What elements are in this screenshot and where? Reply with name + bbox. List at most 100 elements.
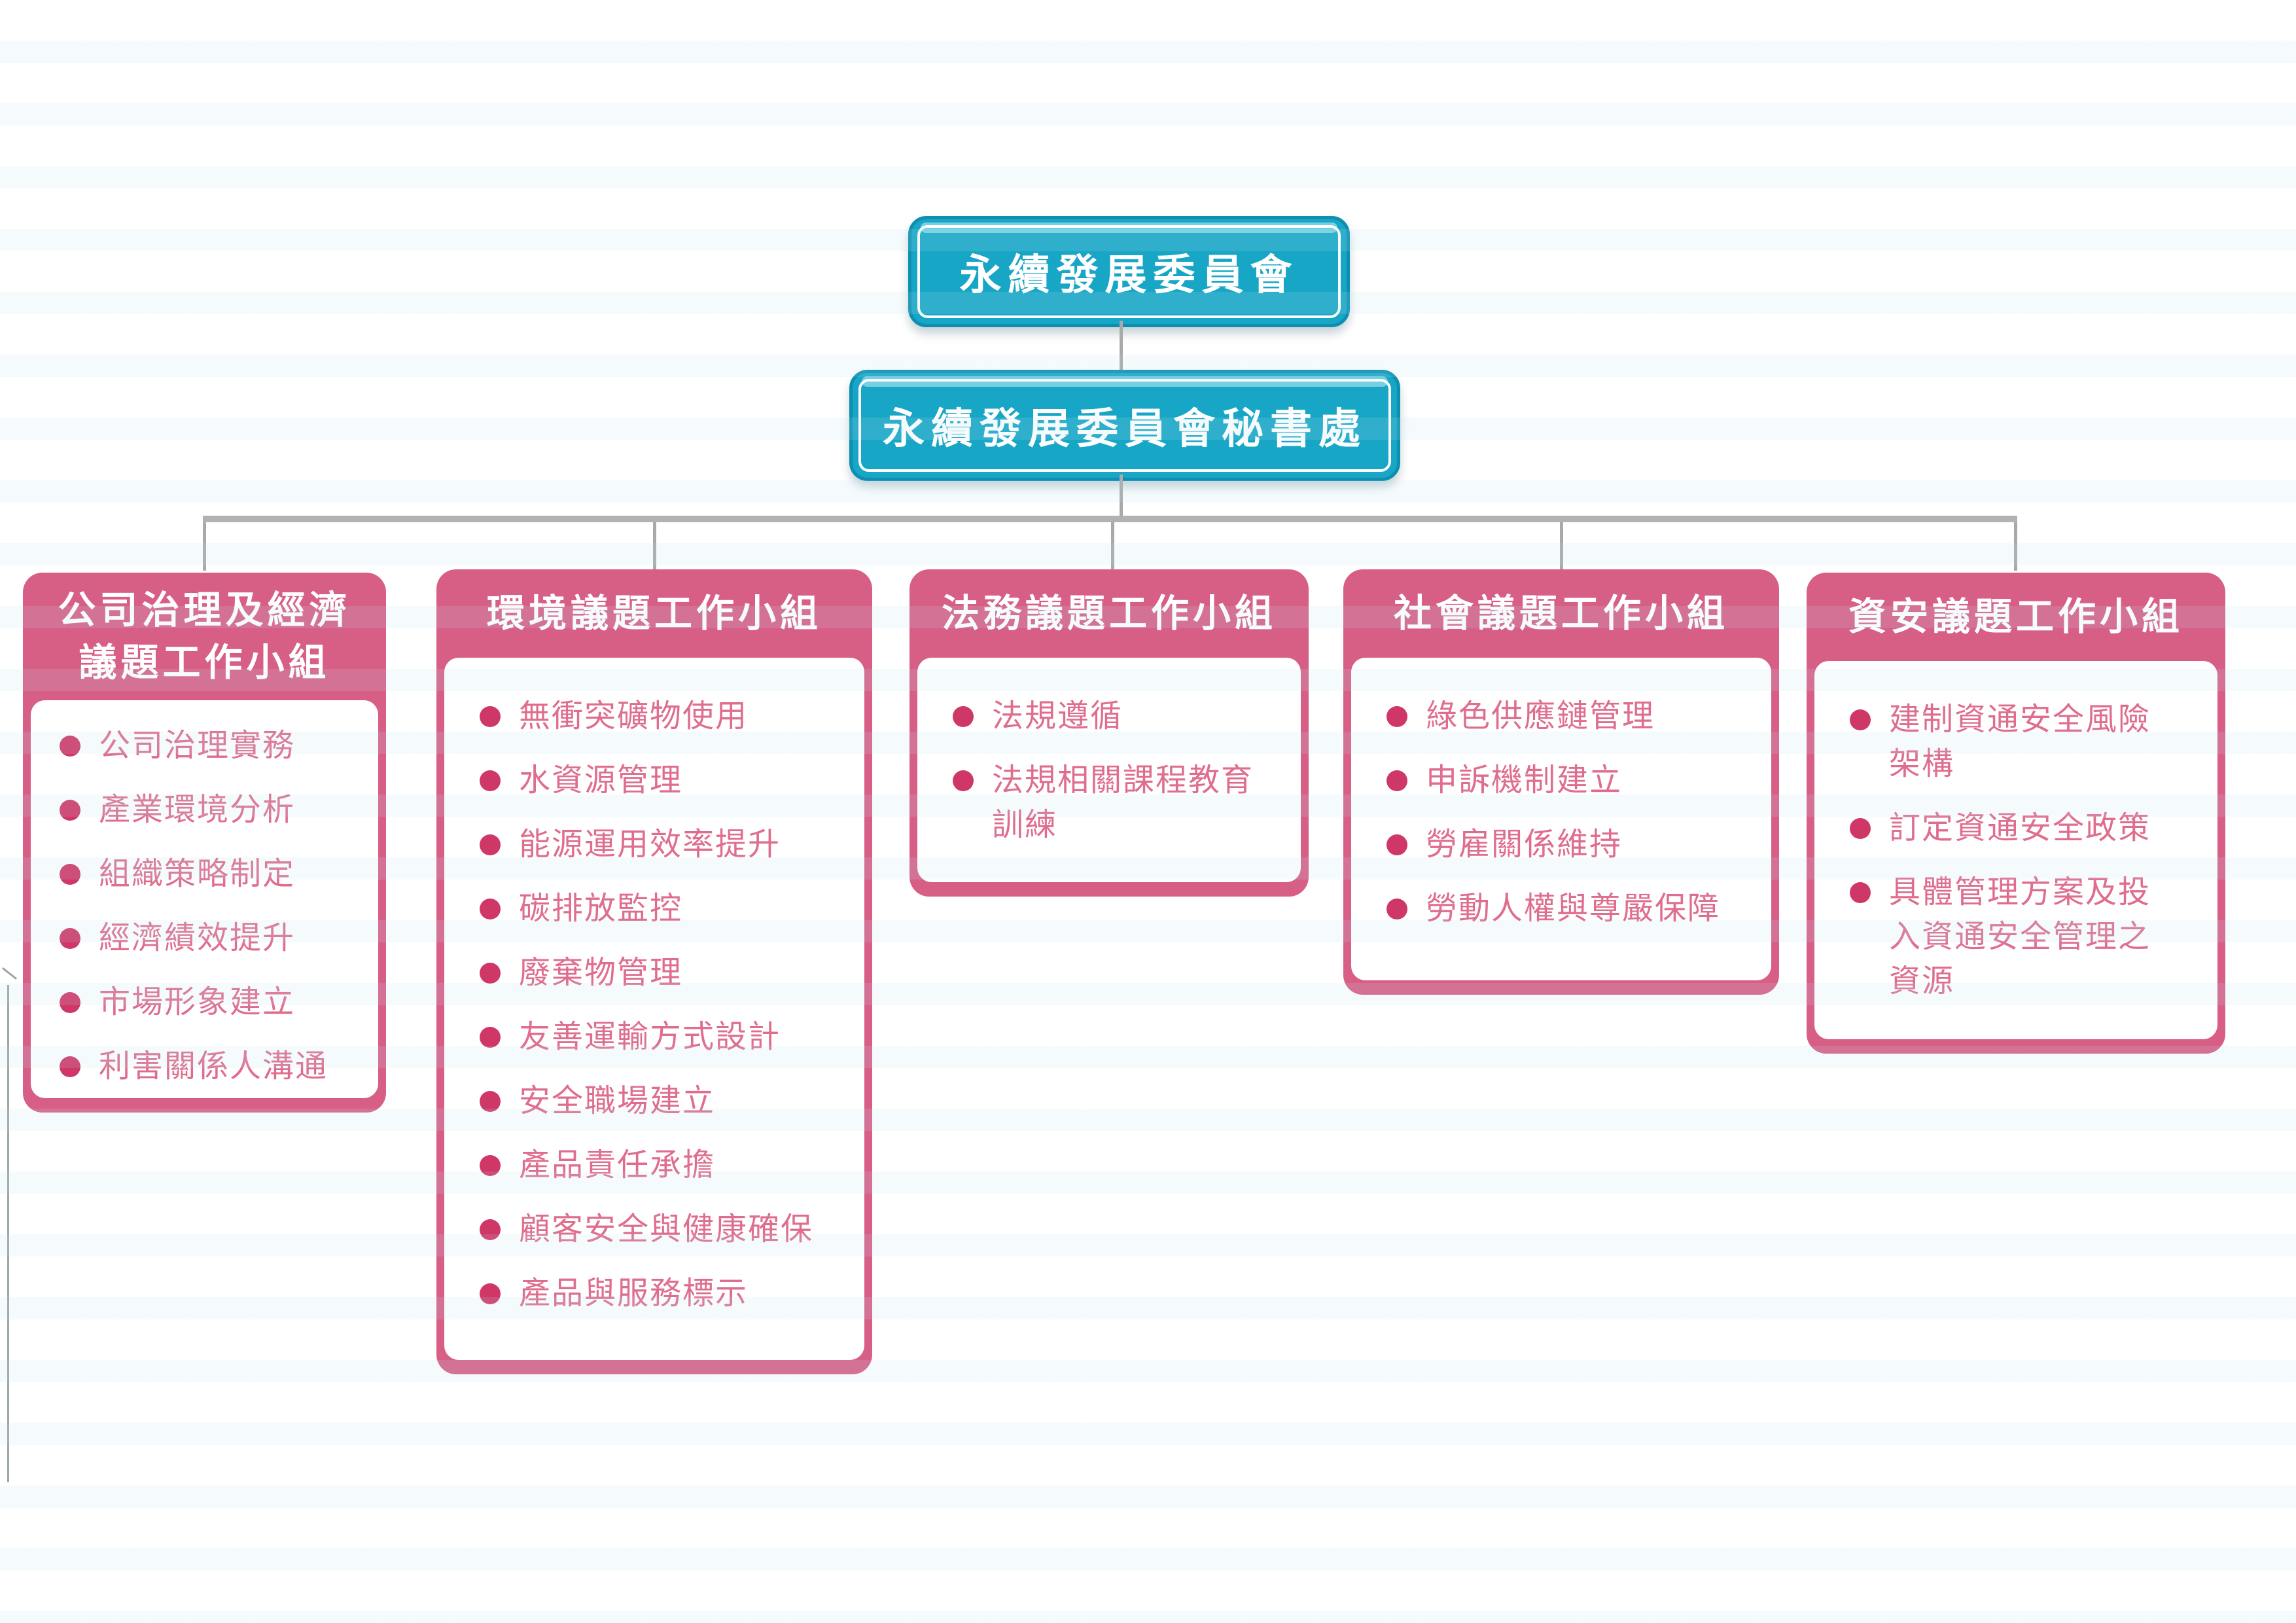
bullet-text: 具體管理方案及投入資通安全管理之資源	[1889, 875, 2151, 999]
bullet-item: 訂定資通安全政策	[1845, 806, 2207, 851]
bullet-item: 產品與服務標示	[474, 1272, 854, 1316]
bullet-item: 安全職場建立	[474, 1079, 854, 1124]
bullet-dot	[480, 1155, 501, 1176]
bullet-text: 水資源管理	[519, 763, 683, 798]
bullet-text: 訂定資通安全政策	[1889, 811, 2151, 846]
bullet-text: 勞雇關係維持	[1426, 827, 1623, 862]
bullet-text: 能源運用效率提升	[519, 827, 781, 862]
group-title: 法務議題工作小組	[910, 569, 1309, 658]
bullet-item: 產業環境分析	[54, 788, 368, 832]
bullet-dot	[1386, 834, 1407, 855]
bullet-item: 產品責任承擔	[474, 1143, 854, 1188]
bullet-dot	[60, 992, 80, 1013]
bullet-text: 安全職場建立	[519, 1084, 716, 1118]
group-title: 環境議題工作小組	[436, 569, 872, 658]
bullet-dot	[1850, 818, 1871, 839]
bullet-dot	[60, 736, 80, 757]
group-title: 社會議題工作小組	[1343, 569, 1779, 658]
group-body: 公司治理實務產業環境分析組織策略制定經濟績效提升市場形象建立利害關係人溝通	[31, 700, 378, 1098]
bullet-dot	[60, 928, 80, 949]
bullet-dot	[480, 963, 501, 984]
bullet-text: 組織策略制定	[99, 857, 296, 891]
bullet-dot	[480, 706, 501, 727]
bullet-dot	[953, 706, 974, 727]
bullet-text: 無衝突礦物使用	[519, 699, 749, 734]
bullet-dot	[480, 1027, 501, 1048]
bullet-dot	[480, 899, 501, 919]
stray-vertical-line	[7, 985, 9, 1482]
bullet-dot	[1386, 899, 1407, 919]
connector-horizontal-rail	[203, 516, 2017, 522]
bullet-dot	[480, 770, 501, 791]
group-title-line: 社會議題工作小組	[1393, 592, 1729, 635]
bullet-text: 產業環境分析	[99, 793, 296, 827]
bullet-item: 廢棄物管理	[474, 951, 854, 995]
group-body: 建制資通安全風險架構訂定資通安全政策具體管理方案及投入資通安全管理之資源	[1814, 661, 2217, 1039]
group-title-line: 環境議題工作小組	[486, 592, 822, 635]
bullet-item: 具體管理方案及投入資通安全管理之資源	[1845, 870, 2207, 1004]
bullet-text: 產品責任承擔	[519, 1148, 716, 1183]
bullet-dot	[1850, 882, 1871, 903]
group-title: 公司治理及經濟議題工作小組	[23, 573, 386, 700]
connector-drop-legal	[1111, 522, 1114, 571]
group-title: 資安議題工作小組	[1807, 573, 2225, 661]
bullet-item: 勞動人權與尊嚴保障	[1381, 887, 1761, 931]
group-legal: 法務議題工作小組 法規遵循法規相關課程教育訓練	[910, 569, 1309, 897]
committee-box: 永續發展委員會	[908, 216, 1350, 327]
bullet-item: 顧客安全與健康確保	[474, 1207, 854, 1252]
group-title-line: 公司治理及經濟	[58, 588, 351, 632]
bullet-text: 法規遵循	[992, 699, 1123, 734]
bullet-text: 綠色供應鏈管理	[1426, 699, 1655, 734]
bullet-dot	[953, 770, 974, 791]
bullet-text: 廢棄物管理	[519, 955, 683, 990]
connector-secretariat-to-rail	[1120, 474, 1123, 516]
bullet-text: 顧客安全與健康確保	[519, 1212, 814, 1247]
connector-drop-social	[1560, 522, 1563, 571]
group-body: 無衝突礦物使用水資源管理能源運用效率提升碳排放監控廢棄物管理友善運輸方式設計安全…	[444, 658, 864, 1360]
bullet-item: 勞雇關係維持	[1381, 823, 1761, 867]
bullet-dot	[480, 1219, 501, 1240]
bullet-item: 市場形象建立	[54, 980, 368, 1025]
secretariat-box: 永續發展委員會秘書處	[849, 370, 1400, 481]
bullet-text: 市場形象建立	[99, 985, 296, 1020]
group-governance-economic: 公司治理及經濟議題工作小組 公司治理實務產業環境分析組織策略制定經濟績效提升市場…	[23, 573, 386, 1113]
bullet-dot	[1386, 706, 1407, 727]
bullet-item: 申訴機制建立	[1381, 758, 1761, 803]
bullet-item: 水資源管理	[474, 758, 854, 803]
bullet-text: 友善運輸方式設計	[519, 1020, 781, 1054]
group-title-line: 議題工作小組	[79, 641, 330, 684]
bullet-item: 無衝突礦物使用	[474, 694, 854, 739]
bullet-item: 法規遵循	[947, 694, 1290, 739]
committee-label: 永續發展委員會	[959, 251, 1299, 298]
bullet-item: 利害關係人溝通	[54, 1044, 368, 1089]
bullet-item: 經濟績效提升	[54, 916, 368, 961]
bullet-text: 碳排放監控	[519, 891, 683, 926]
bullet-dot	[60, 800, 80, 821]
group-infosec: 資安議題工作小組 建制資通安全風險架構訂定資通安全政策具體管理方案及投入資通安全…	[1807, 573, 2225, 1054]
group-body: 綠色供應鏈管理申訴機制建立勞雇關係維持勞動人權與尊嚴保障	[1351, 658, 1771, 980]
connector-drop-environment	[653, 522, 656, 571]
bullet-dot	[60, 1056, 80, 1077]
bullet-text: 法規相關課程教育訓練	[992, 763, 1254, 842]
stray-tick-mark	[1, 967, 18, 980]
bullet-item: 法規相關課程教育訓練	[947, 758, 1290, 847]
group-body: 法規遵循法規相關課程教育訓練	[917, 658, 1301, 882]
bullet-dot	[480, 1283, 501, 1304]
bullet-item: 綠色供應鏈管理	[1381, 694, 1761, 739]
bullet-text: 勞動人權與尊嚴保障	[1426, 891, 1721, 926]
bullet-item: 公司治理實務	[54, 724, 368, 768]
connector-committee-to-secretariat	[1120, 321, 1123, 370]
bullet-text: 產品與服務標示	[519, 1276, 749, 1311]
group-title-line: 法務議題工作小組	[941, 592, 1277, 635]
bullet-text: 申訴機制建立	[1426, 763, 1623, 798]
bullet-text: 利害關係人溝通	[99, 1049, 328, 1084]
connector-drop-infosec	[2014, 522, 2017, 571]
bullet-text: 公司治理實務	[99, 728, 296, 763]
group-title-line: 資安議題工作小組	[1848, 595, 2183, 638]
bullet-dot	[480, 834, 501, 855]
group-social: 社會議題工作小組 綠色供應鏈管理申訴機制建立勞雇關係維持勞動人權與尊嚴保障	[1343, 569, 1779, 995]
connector-drop-governance	[203, 522, 206, 571]
bullet-dot	[60, 864, 80, 885]
group-environment: 環境議題工作小組 無衝突礦物使用水資源管理能源運用效率提升碳排放監控廢棄物管理友…	[436, 569, 872, 1374]
